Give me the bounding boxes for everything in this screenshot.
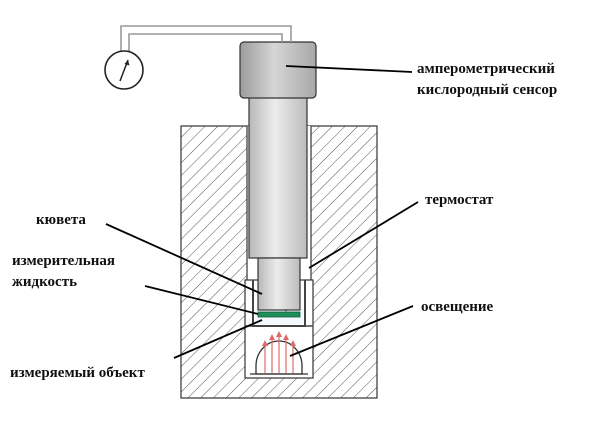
label-thermostat: термостат xyxy=(425,192,494,208)
oxygen-sensor xyxy=(239,41,317,311)
cuvette xyxy=(245,280,313,327)
label-object: измеряемый объект xyxy=(10,365,145,381)
light-arrows xyxy=(262,331,296,373)
label-illumination: освещение xyxy=(421,299,494,315)
label-sensor-line2: кислородный сенсор xyxy=(417,82,557,98)
label-liquid-line2: жидкость xyxy=(12,274,77,290)
leader-lines xyxy=(105,65,419,359)
label-sensor-line1: амперометрический xyxy=(417,61,555,77)
ammeter-gauge-icon xyxy=(104,50,144,90)
label-cuvette: кювета xyxy=(36,212,86,228)
label-liquid-line1: измерительная xyxy=(12,253,115,269)
sensor-wires xyxy=(120,25,292,52)
membrane xyxy=(257,311,301,318)
